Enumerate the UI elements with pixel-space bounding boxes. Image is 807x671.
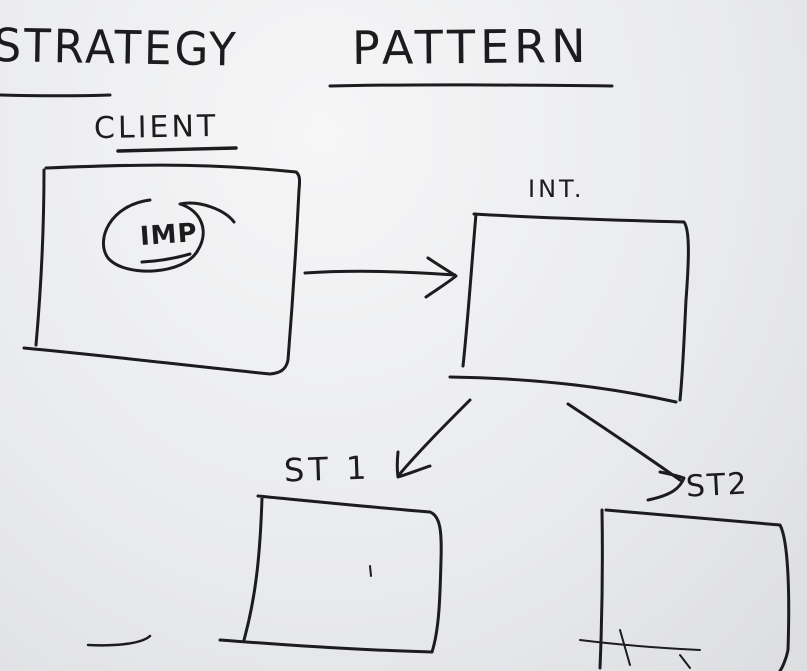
imp-label: IMP	[139, 218, 199, 252]
strategy2-label: ST2	[685, 466, 750, 505]
title-underline-right	[328, 83, 614, 88]
title-pattern: PATTERN	[351, 18, 591, 76]
client-label: CLIENT	[93, 108, 219, 147]
stray-mark-left	[86, 634, 152, 647]
client-box	[22, 163, 302, 376]
st1-box	[218, 494, 443, 654]
interface-label: INT.	[528, 175, 585, 203]
client-underline	[116, 146, 238, 153]
strategy1-label: ST 1	[283, 448, 372, 490]
st2-box	[598, 508, 791, 671]
st1-box-tick	[369, 565, 372, 577]
arrow-interface-to-st1	[395, 398, 472, 479]
arrow-client-to-interface	[303, 256, 458, 299]
imp-underline	[140, 252, 192, 264]
arrow-interface-to-st2	[566, 402, 686, 502]
title-strategy: STRATEGY	[0, 18, 239, 77]
title-underline-left	[0, 93, 112, 98]
st2-box-scribble	[579, 629, 701, 669]
imp-ellipse	[102, 198, 236, 273]
interface-box	[448, 212, 690, 404]
